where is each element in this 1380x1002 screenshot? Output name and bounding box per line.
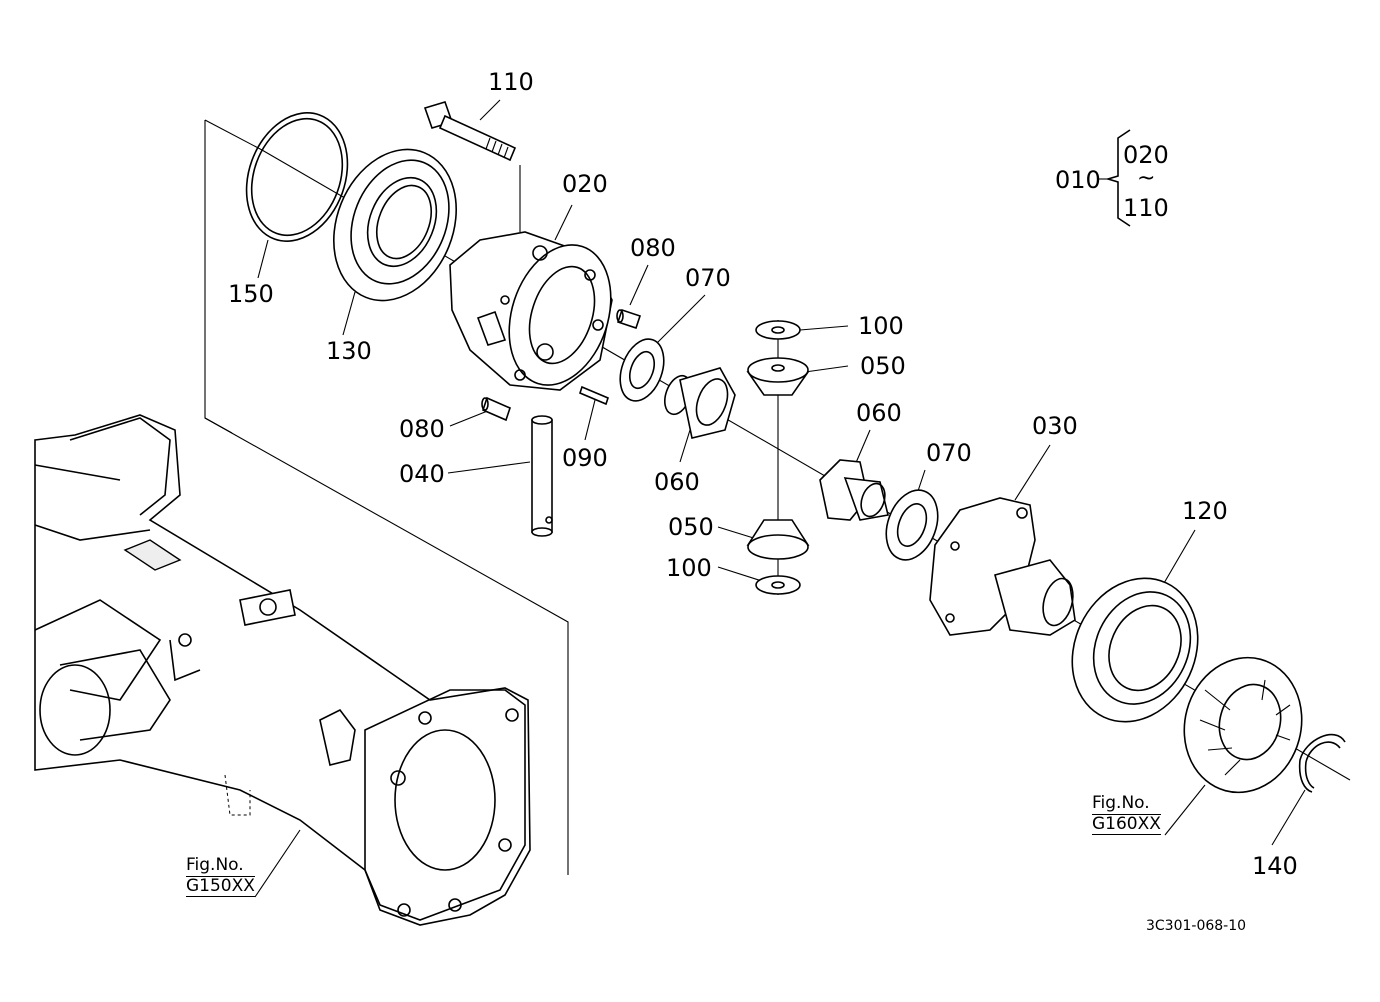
figure-ref-right-code: G160XX: [1092, 813, 1161, 836]
assembly-range-separator: ~: [1137, 166, 1156, 191]
differential-case-020: [449, 231, 613, 391]
side-gear-060-right: [819, 459, 889, 521]
part-label-050-bottom: 050: [668, 513, 714, 541]
side-gear-060-left: [664, 367, 736, 439]
part-label-150: 150: [228, 280, 274, 308]
axle-housing: [34, 414, 531, 926]
part-label-130: 130: [326, 337, 372, 365]
assembly-bracket: [1098, 129, 1131, 227]
part-label-080-bottom: 080: [399, 415, 445, 443]
part-label-140: 140: [1252, 852, 1298, 880]
thrust-washer-100-bottom: [755, 575, 801, 595]
part-label-050-top: 050: [860, 352, 906, 380]
part-label-060-right: 060: [856, 399, 902, 427]
leader-lines: [254, 99, 1306, 898]
washer-070-right: [885, 489, 939, 561]
drawing-code: 3C301-068-10: [1146, 918, 1247, 934]
part-label-100-top: 100: [858, 312, 904, 340]
case-half-030: [929, 497, 1076, 636]
o-ring-150: [245, 112, 349, 242]
assembly-to-label: 110: [1123, 194, 1169, 222]
shaft-040: [531, 415, 553, 537]
part-label-120: 120: [1182, 497, 1228, 525]
part-label-100-bottom: 100: [666, 554, 712, 582]
snap-ring-140: [1298, 733, 1346, 793]
part-label-090: 090: [562, 444, 608, 472]
pinion-gear-050-bottom: [746, 519, 810, 560]
washer-070-top: [619, 338, 665, 402]
figure-ref-left[interactable]: Fig.No. G150XX: [186, 855, 255, 898]
spring-pin-090: [579, 385, 609, 406]
part-label-030: 030: [1032, 412, 1078, 440]
part-label-080-top: 080: [630, 234, 676, 262]
part-label-060-left: 060: [654, 468, 700, 496]
assembly-from-label: 020: [1123, 141, 1169, 169]
part-label-040: 040: [399, 460, 445, 488]
figure-ref-right-label: Fig.No.: [1092, 793, 1150, 813]
bearing-130: [332, 148, 458, 302]
part-label-070-right: 070: [926, 439, 972, 467]
bearing-120: [1071, 577, 1199, 723]
assembly-parent-label: 010: [1055, 166, 1101, 194]
pin-080-top: [616, 308, 642, 330]
figure-ref-right[interactable]: Fig.No. G160XX: [1092, 793, 1161, 836]
thrust-washer-100-top: [755, 320, 801, 340]
part-label-020: 020: [562, 170, 608, 198]
pin-080-bottom: [481, 396, 511, 422]
bolt-110: [423, 101, 521, 232]
ring-gear: [1183, 656, 1303, 794]
figure-ref-left-label: Fig.No.: [186, 855, 244, 875]
part-label-110-top: 110: [488, 68, 534, 96]
part-label-070-top: 070: [685, 264, 731, 292]
figure-ref-left-code: G150XX: [186, 875, 255, 898]
pinion-gear-050-top: [746, 357, 810, 396]
